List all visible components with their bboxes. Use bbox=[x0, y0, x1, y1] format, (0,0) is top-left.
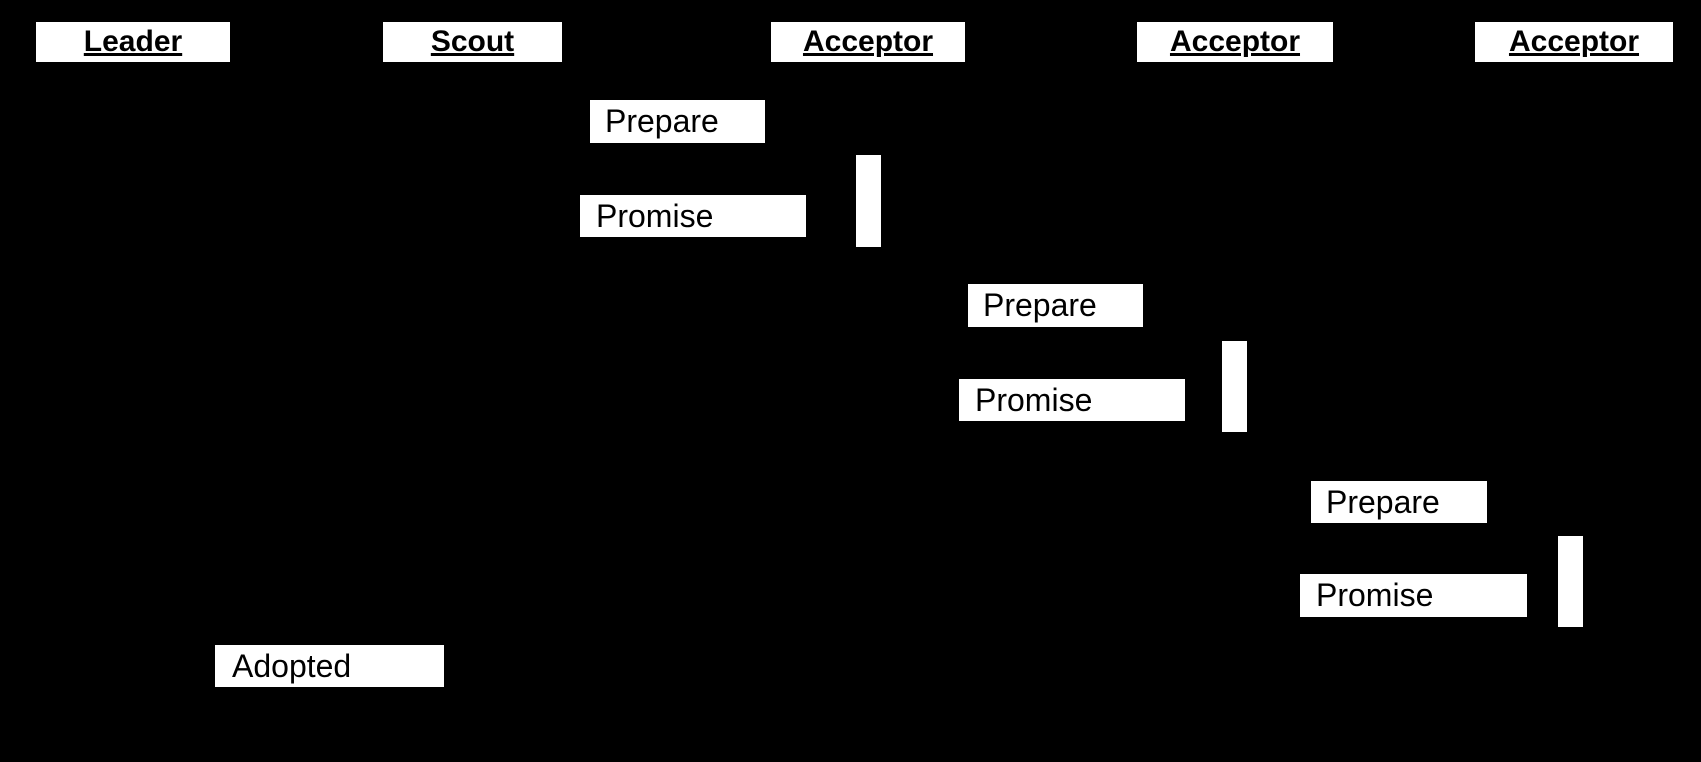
message-label-promise-1: Promise bbox=[580, 195, 806, 237]
activation-bar-acceptor-3 bbox=[1558, 536, 1583, 627]
message-label-prepare-1: Prepare bbox=[590, 100, 765, 143]
lifeline-header-acceptor-2: Acceptor bbox=[1137, 22, 1333, 62]
lifeline-header-scout: Scout bbox=[383, 22, 562, 62]
message-label-promise-3: Promise bbox=[1300, 574, 1527, 617]
message-label-prepare-2: Prepare bbox=[968, 284, 1143, 327]
lifeline-header-acceptor-3: Acceptor bbox=[1475, 22, 1673, 62]
message-label-promise-2: Promise bbox=[959, 379, 1185, 421]
message-label-adopted: Adopted bbox=[215, 645, 444, 687]
lifeline-header-leader: Leader bbox=[36, 22, 230, 62]
activation-bar-acceptor-2 bbox=[1222, 341, 1247, 432]
activation-bar-acceptor-1 bbox=[856, 155, 881, 247]
message-label-prepare-3: Prepare bbox=[1311, 481, 1487, 523]
lifeline-header-acceptor-1: Acceptor bbox=[771, 22, 965, 62]
